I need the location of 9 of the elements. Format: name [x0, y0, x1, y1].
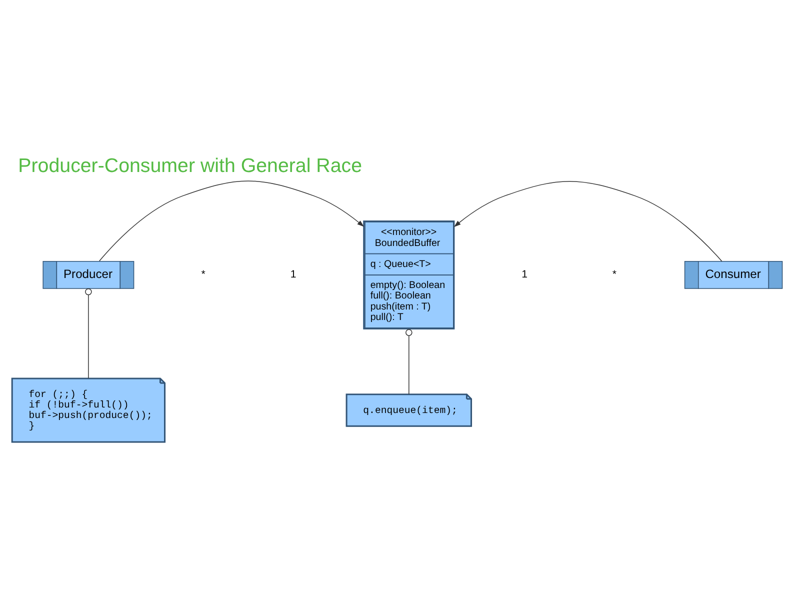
label: * [201, 268, 206, 281]
arrow [454, 180, 722, 262]
diagram-title: Producer-Consumer with General Race [18, 154, 362, 177]
label: * [612, 268, 617, 281]
connector [85, 288, 92, 379]
label: 1 [522, 268, 528, 281]
label: 1 [290, 268, 296, 281]
arrow [99, 180, 364, 262]
connector [406, 329, 412, 395]
